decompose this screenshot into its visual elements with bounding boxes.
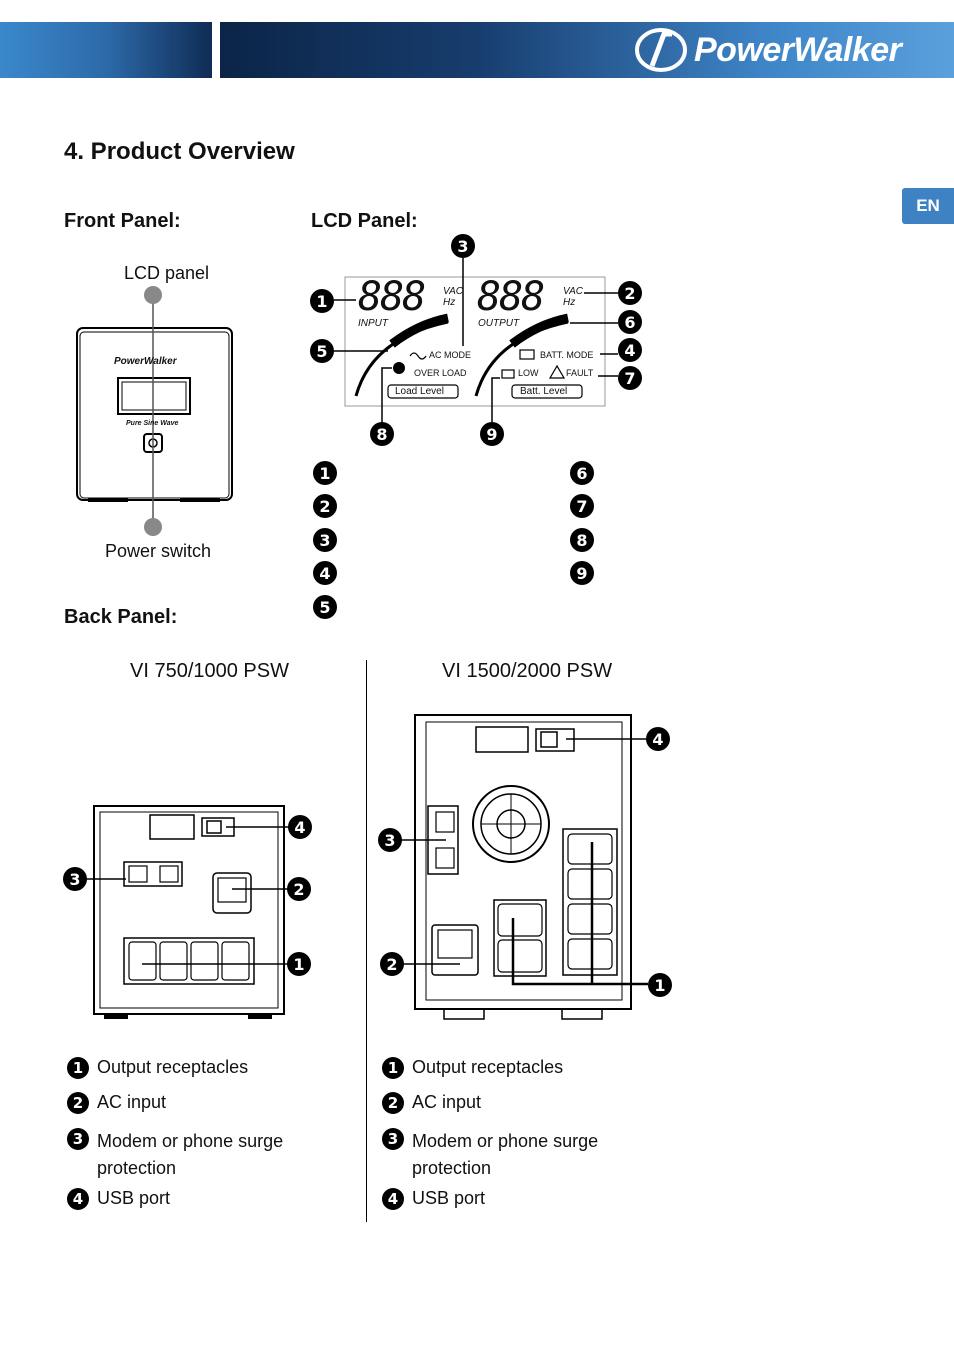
legend-left-4: 4 USB port xyxy=(67,1188,170,1210)
back-right-marker-1: 1 xyxy=(648,973,672,997)
legend-left-2: 2 AC input xyxy=(67,1092,166,1114)
lcd-list-7: 7 xyxy=(570,494,594,518)
header-band-left xyxy=(0,22,212,78)
legend-left-1: 1 Output receptacles xyxy=(67,1057,248,1079)
batt-mode-label: BATT. MODE xyxy=(540,350,594,360)
front-panel-heading: Front Panel: xyxy=(64,210,181,232)
input-hz: Hz xyxy=(443,297,456,308)
input-vac: VAC xyxy=(443,286,464,297)
legend-text: Output receptacles xyxy=(412,1057,564,1077)
lcd-panel-label: LCD panel xyxy=(124,263,210,283)
back-right-marker-3: 3 xyxy=(378,828,402,852)
back-left-marker-1: 1 xyxy=(287,952,311,976)
ac-mode-label: AC MODE xyxy=(429,350,472,360)
device-text: Pure Sine Wave xyxy=(126,420,179,427)
legend-right-1: 1 Output receptacles xyxy=(382,1057,563,1079)
language-tab[interactable]: EN xyxy=(902,188,954,224)
legend-text: Modem or phone surge protection xyxy=(412,1131,599,1178)
page-title: 4. Product Overview xyxy=(64,138,295,165)
legend-text: AC input xyxy=(412,1092,482,1112)
back-left-marker-2: 2 xyxy=(287,877,311,901)
lcd-list-6: 6 xyxy=(570,461,594,485)
input-label: INPUT xyxy=(358,318,388,329)
output-digits: 888 xyxy=(477,274,545,320)
legend-num: 3 xyxy=(382,1128,404,1150)
legend-num: 1 xyxy=(382,1057,404,1079)
fault-label: FAULT xyxy=(566,368,594,378)
lcd-marker-5: 5 xyxy=(310,339,334,363)
lcd-marker-4: 4 xyxy=(618,338,642,362)
lcd-marker-8: 8 xyxy=(370,422,394,446)
output-hz: Hz xyxy=(563,297,576,308)
lcd-panel-heading: LCD Panel: xyxy=(311,210,418,232)
lcd-list-3: 3 xyxy=(313,528,337,552)
legend-num: 4 xyxy=(67,1188,89,1210)
legend-text: USB port xyxy=(97,1188,171,1208)
legend-num: 2 xyxy=(382,1092,404,1114)
over-load-label: OVER LOAD xyxy=(414,368,467,378)
lcd-list-9: 9 xyxy=(570,561,594,585)
lcd-marker-1: 1 xyxy=(310,289,334,313)
back-left-marker-3: 3 xyxy=(63,867,87,891)
powerwalker-logo: PowerWalker xyxy=(634,24,902,76)
power-switch-label: Power switch xyxy=(105,541,212,561)
legend-text: Output receptacles xyxy=(97,1057,249,1077)
brand-text: PowerWalker xyxy=(694,30,902,69)
device-brand: PowerWalker xyxy=(114,356,177,367)
model-left: VI 750/1000 PSW xyxy=(130,660,289,682)
legend-left-3: 3 Modem or phone surge protection xyxy=(67,1128,307,1182)
lcd-list-4: 4 xyxy=(313,561,337,585)
lcd-marker-7: 7 xyxy=(618,366,642,390)
legend-text: USB port xyxy=(412,1188,486,1208)
load-level-label: Load Level xyxy=(395,386,444,397)
legend-num: 1 xyxy=(67,1057,89,1079)
back-left-marker-4: 4 xyxy=(288,815,312,839)
legend-right-4: 4 USB port xyxy=(382,1188,485,1210)
legend-right-3: 3 Modem or phone surge protection xyxy=(382,1128,622,1182)
legend-text: Modem or phone surge protection xyxy=(97,1131,284,1178)
lcd-list-5: 5 xyxy=(313,595,337,619)
lcd-marker-6: 6 xyxy=(618,310,642,334)
legend-right-2: 2 AC input xyxy=(382,1092,481,1114)
output-vac: VAC xyxy=(563,286,584,297)
column-divider xyxy=(366,660,367,1222)
back-right-marker-4: 4 xyxy=(646,727,670,751)
lcd-marker-2: 2 xyxy=(618,281,642,305)
input-digits: 888 xyxy=(358,274,426,320)
logo-icon xyxy=(635,28,687,72)
legend-num: 3 xyxy=(67,1128,89,1150)
header-band-right xyxy=(220,22,954,78)
lcd-list-2: 2 xyxy=(313,494,337,518)
output-label: OUTPUT xyxy=(478,318,520,329)
legend-text: AC input xyxy=(97,1092,167,1112)
lcd-marker-3: 3 xyxy=(451,234,475,258)
back-panel-heading: Back Panel: xyxy=(64,606,178,628)
legend-num: 4 xyxy=(382,1188,404,1210)
model-right: VI 1500/2000 PSW xyxy=(442,660,613,682)
low-label: LOW xyxy=(518,368,539,378)
lcd-list-8: 8 xyxy=(570,528,594,552)
lcd-marker-9: 9 xyxy=(480,422,504,446)
legend-num: 2 xyxy=(67,1092,89,1114)
back-right-marker-2: 2 xyxy=(380,952,404,976)
lcd-list-1: 1 xyxy=(313,461,337,485)
batt-level-label: Batt. Level xyxy=(520,386,568,397)
